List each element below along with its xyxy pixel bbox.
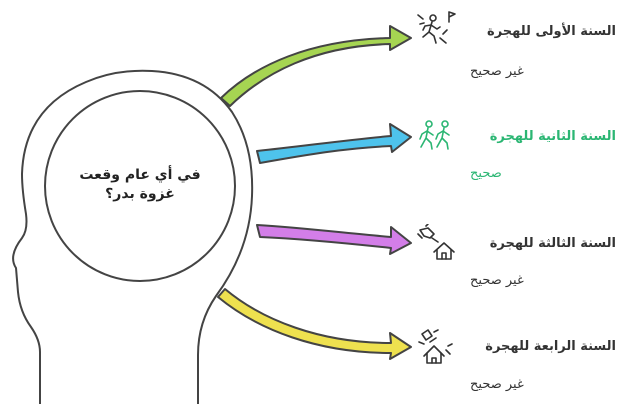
question-line-2: غزوة بدر؟	[62, 185, 218, 204]
two-walking-people-icon	[416, 118, 460, 154]
arrow-option-1	[221, 26, 411, 106]
option-1-title: السنة الأولى للهجرة	[487, 24, 616, 39]
option-4-title: السنة الرابعة للهجرة	[485, 339, 616, 354]
option-1-status: غير صحيح	[470, 64, 524, 79]
option-2-status: صحيح	[470, 166, 502, 181]
option-3-status: غير صحيح	[470, 273, 524, 288]
question-line-1: في أي عام وقعت	[62, 166, 218, 185]
option-3-title: السنة الثالثة للهجرة	[490, 236, 616, 251]
question-text: في أي عام وقعت غزوة بدر؟	[62, 166, 218, 204]
running-person-flag-icon	[416, 10, 460, 46]
arrow-option-3	[257, 225, 411, 254]
option-4-status: غير صحيح	[470, 377, 524, 392]
arrow-option-4	[218, 289, 411, 359]
option-2-title: السنة الثانية للهجرة	[490, 129, 616, 144]
rocket-house-icon	[416, 224, 460, 260]
arrow-option-2	[257, 124, 411, 163]
broken-house-icon	[416, 328, 460, 364]
